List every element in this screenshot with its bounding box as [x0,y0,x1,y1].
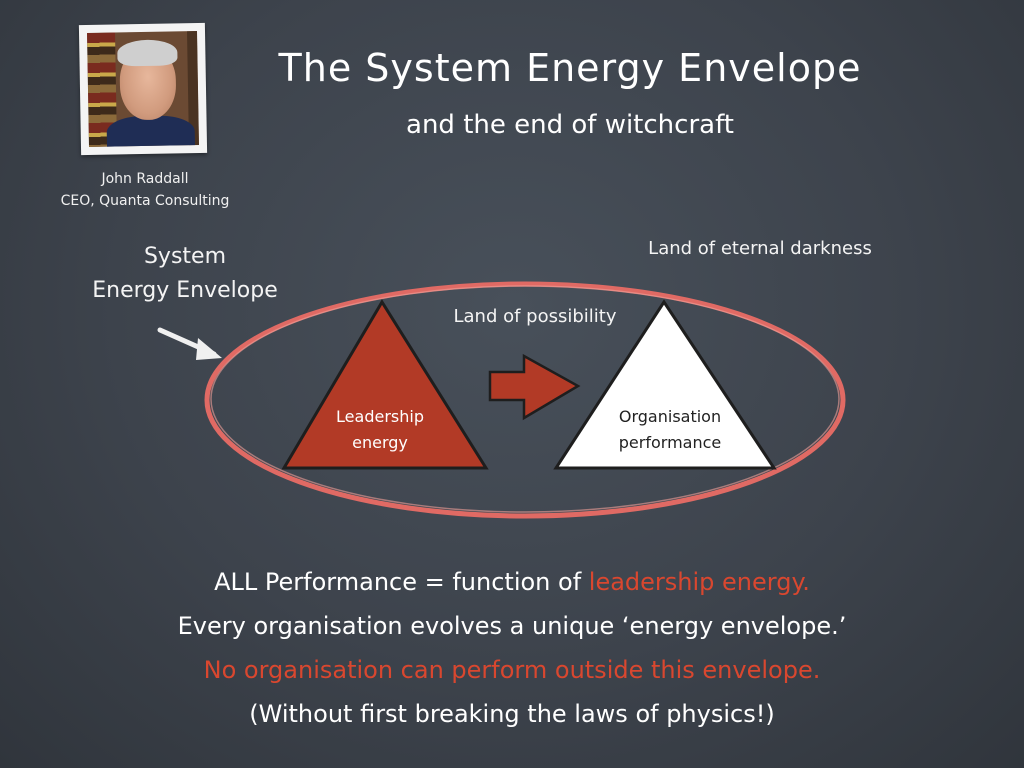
leadership-energy-label: Leadership energy [336,407,424,452]
energy-envelope-ellipse [204,281,846,519]
envelope-label: System Energy Envelope [92,244,278,303]
leadership-energy-triangle [281,299,489,470]
author-caption: John Raddall CEO, Quanta Consulting [30,168,260,212]
inside-envelope-label: Land of possibility [453,306,617,327]
statement-envelope: Every organisation evolves a unique ‘ene… [177,612,847,640]
organisation-performance-triangle [553,299,777,470]
organisation-performance-label: Organisation performance [618,407,722,452]
author-name: John Raddall [101,171,189,187]
right-arrow-icon [488,353,581,421]
chalk-arrow-icon [157,327,222,360]
author-role: CEO, Quanta Consulting [60,193,230,209]
statement-performance: ALL Performance = function of leadership… [214,568,810,596]
statement-highlight: leadership energy. [588,568,810,596]
key-statements: ALL Performance = function of leadership… [20,560,1004,736]
slide-subtitle: and the end of witchcraft [406,110,734,140]
outside-envelope-label: Land of eternal darkness [648,238,872,259]
statement-limit: No organisation can perform outside this… [203,656,821,684]
statement-physics: (Without first breaking the laws of phys… [249,700,775,728]
slide-title: The System Energy Envelope [278,46,862,90]
